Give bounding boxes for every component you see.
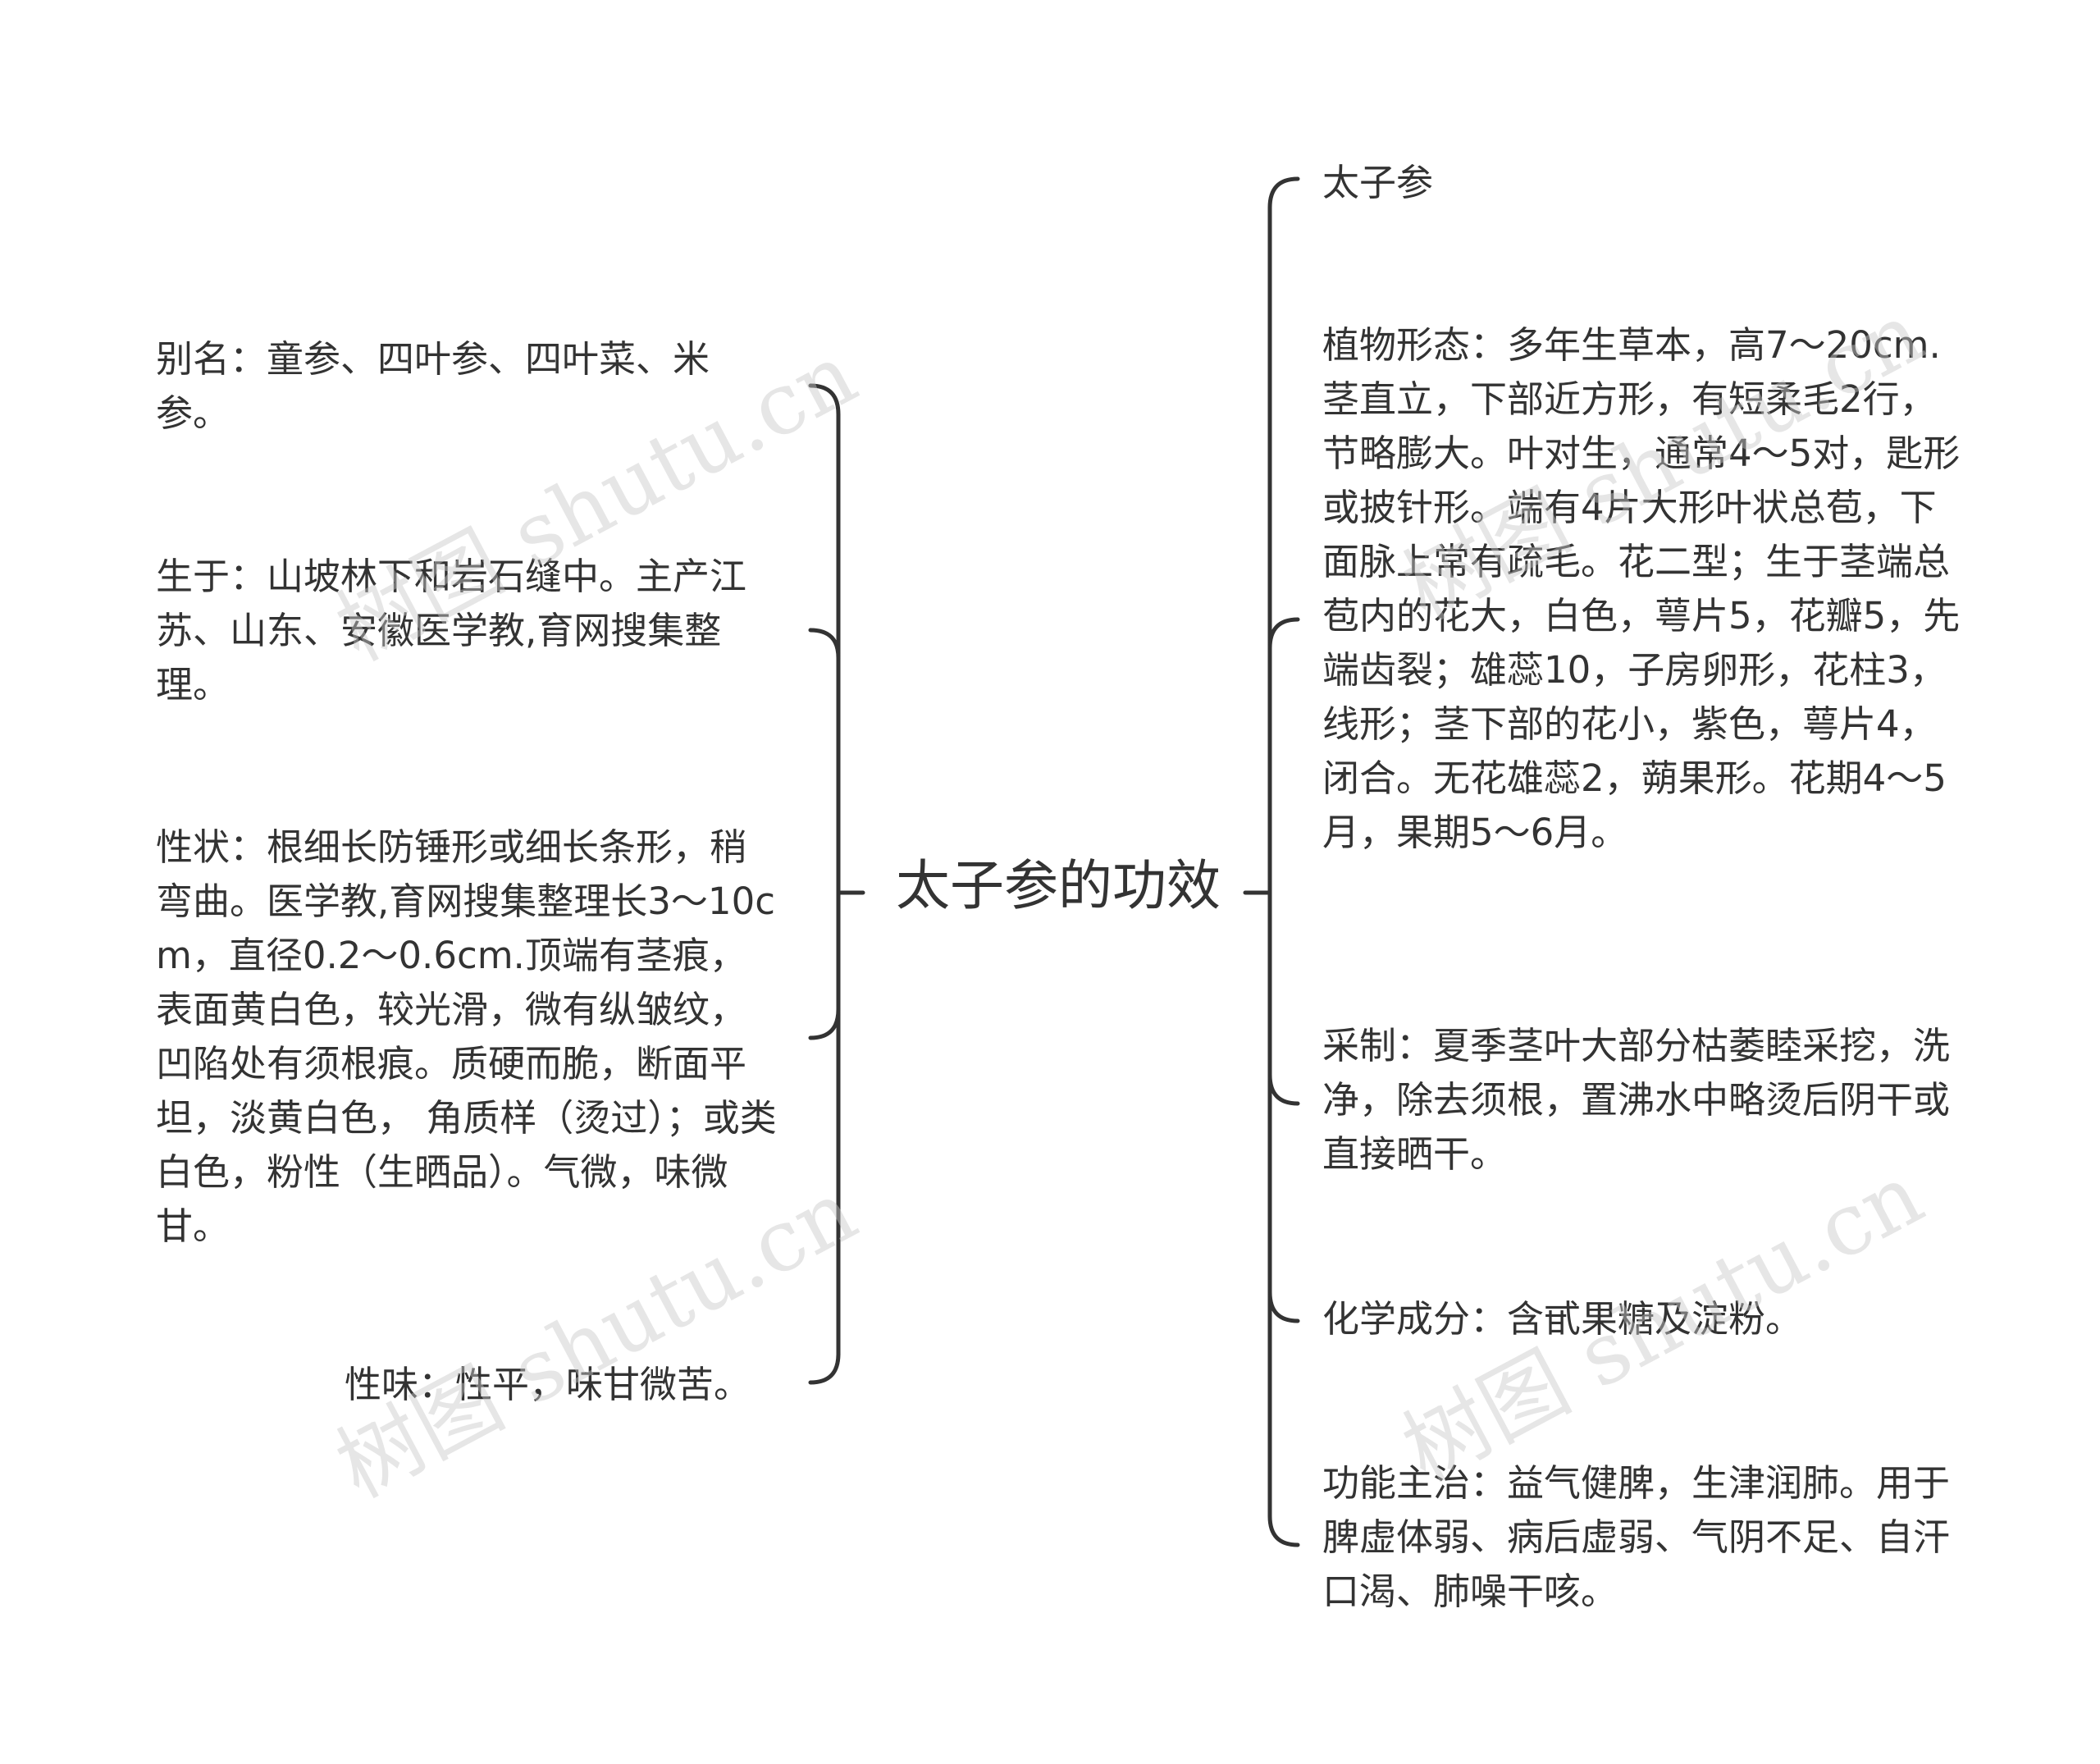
central-topic[interactable]: 太子参的功效	[896, 854, 1221, 917]
left-tick-3	[808, 1007, 841, 1040]
left-node-characteristics[interactable]: 性状：根细长防锤形或细长条形，稍弯曲。医学教,育网搜集整理长3～10cm，直径0…	[156, 825, 777, 1248]
left-bracket-spine	[808, 383, 841, 1385]
right-node-processing[interactable]: 采制：夏季茎叶大部分枯萎睦采挖，洗净，除去须根，置沸水中略烫后阴干或直接晒干。	[1322, 1024, 1951, 1176]
right-node-function[interactable]: 功能主治：益气健脾，生津润肺。用于脾虚体弱、病后虚弱、气阴不足、自汗口渴、肺噪干…	[1322, 1461, 1951, 1613]
right-tick-3	[1267, 1072, 1300, 1106]
right-tick-4	[1267, 1290, 1300, 1323]
left-tick-2	[808, 628, 841, 660]
left-node-alias[interactable]: 别名：童参、四叶参、四叶菜、米参。	[156, 337, 710, 435]
right-node-morphology[interactable]: 植物形态：多年生草本，高7～20cm.茎直立，下部近方形，有短柔毛2行，节略膨大…	[1322, 323, 1961, 854]
left-node-taste[interactable]: 性味：性平，味甘微苦。	[345, 1363, 751, 1406]
right-node-chemistry[interactable]: 化学成分：含甙果糖及淀粉。	[1322, 1297, 1803, 1341]
right-tick-2	[1267, 617, 1300, 651]
right-node-name[interactable]: 太子参	[1322, 161, 1434, 204]
right-bracket-spine	[1267, 176, 1300, 1547]
left-node-habitat[interactable]: 生于：山坡林下和岩石缝中。主产江苏、山东、安徽医学教,育网搜集整理。	[156, 555, 747, 706]
